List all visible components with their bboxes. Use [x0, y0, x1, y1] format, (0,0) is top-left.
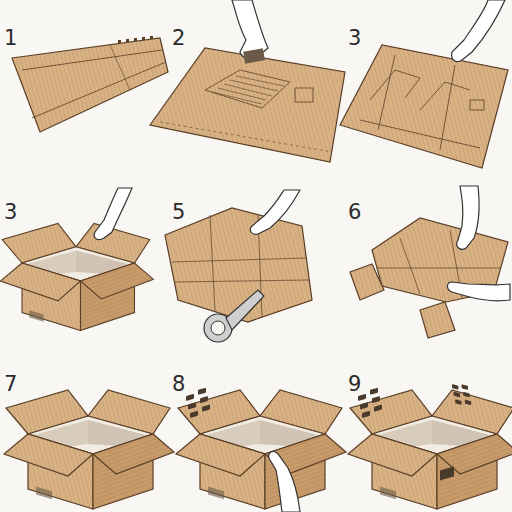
- callout-number: 1: [4, 28, 17, 49]
- callout-number: 3: [348, 28, 361, 49]
- callout-number: 3: [4, 202, 17, 223]
- callout-number: 2: [172, 28, 185, 49]
- callout-number: 9: [348, 374, 361, 395]
- callout-number: 5: [172, 202, 185, 223]
- callout-number: 7: [4, 374, 17, 395]
- callout-number: 6: [348, 202, 361, 223]
- callout-number: 8: [172, 374, 185, 395]
